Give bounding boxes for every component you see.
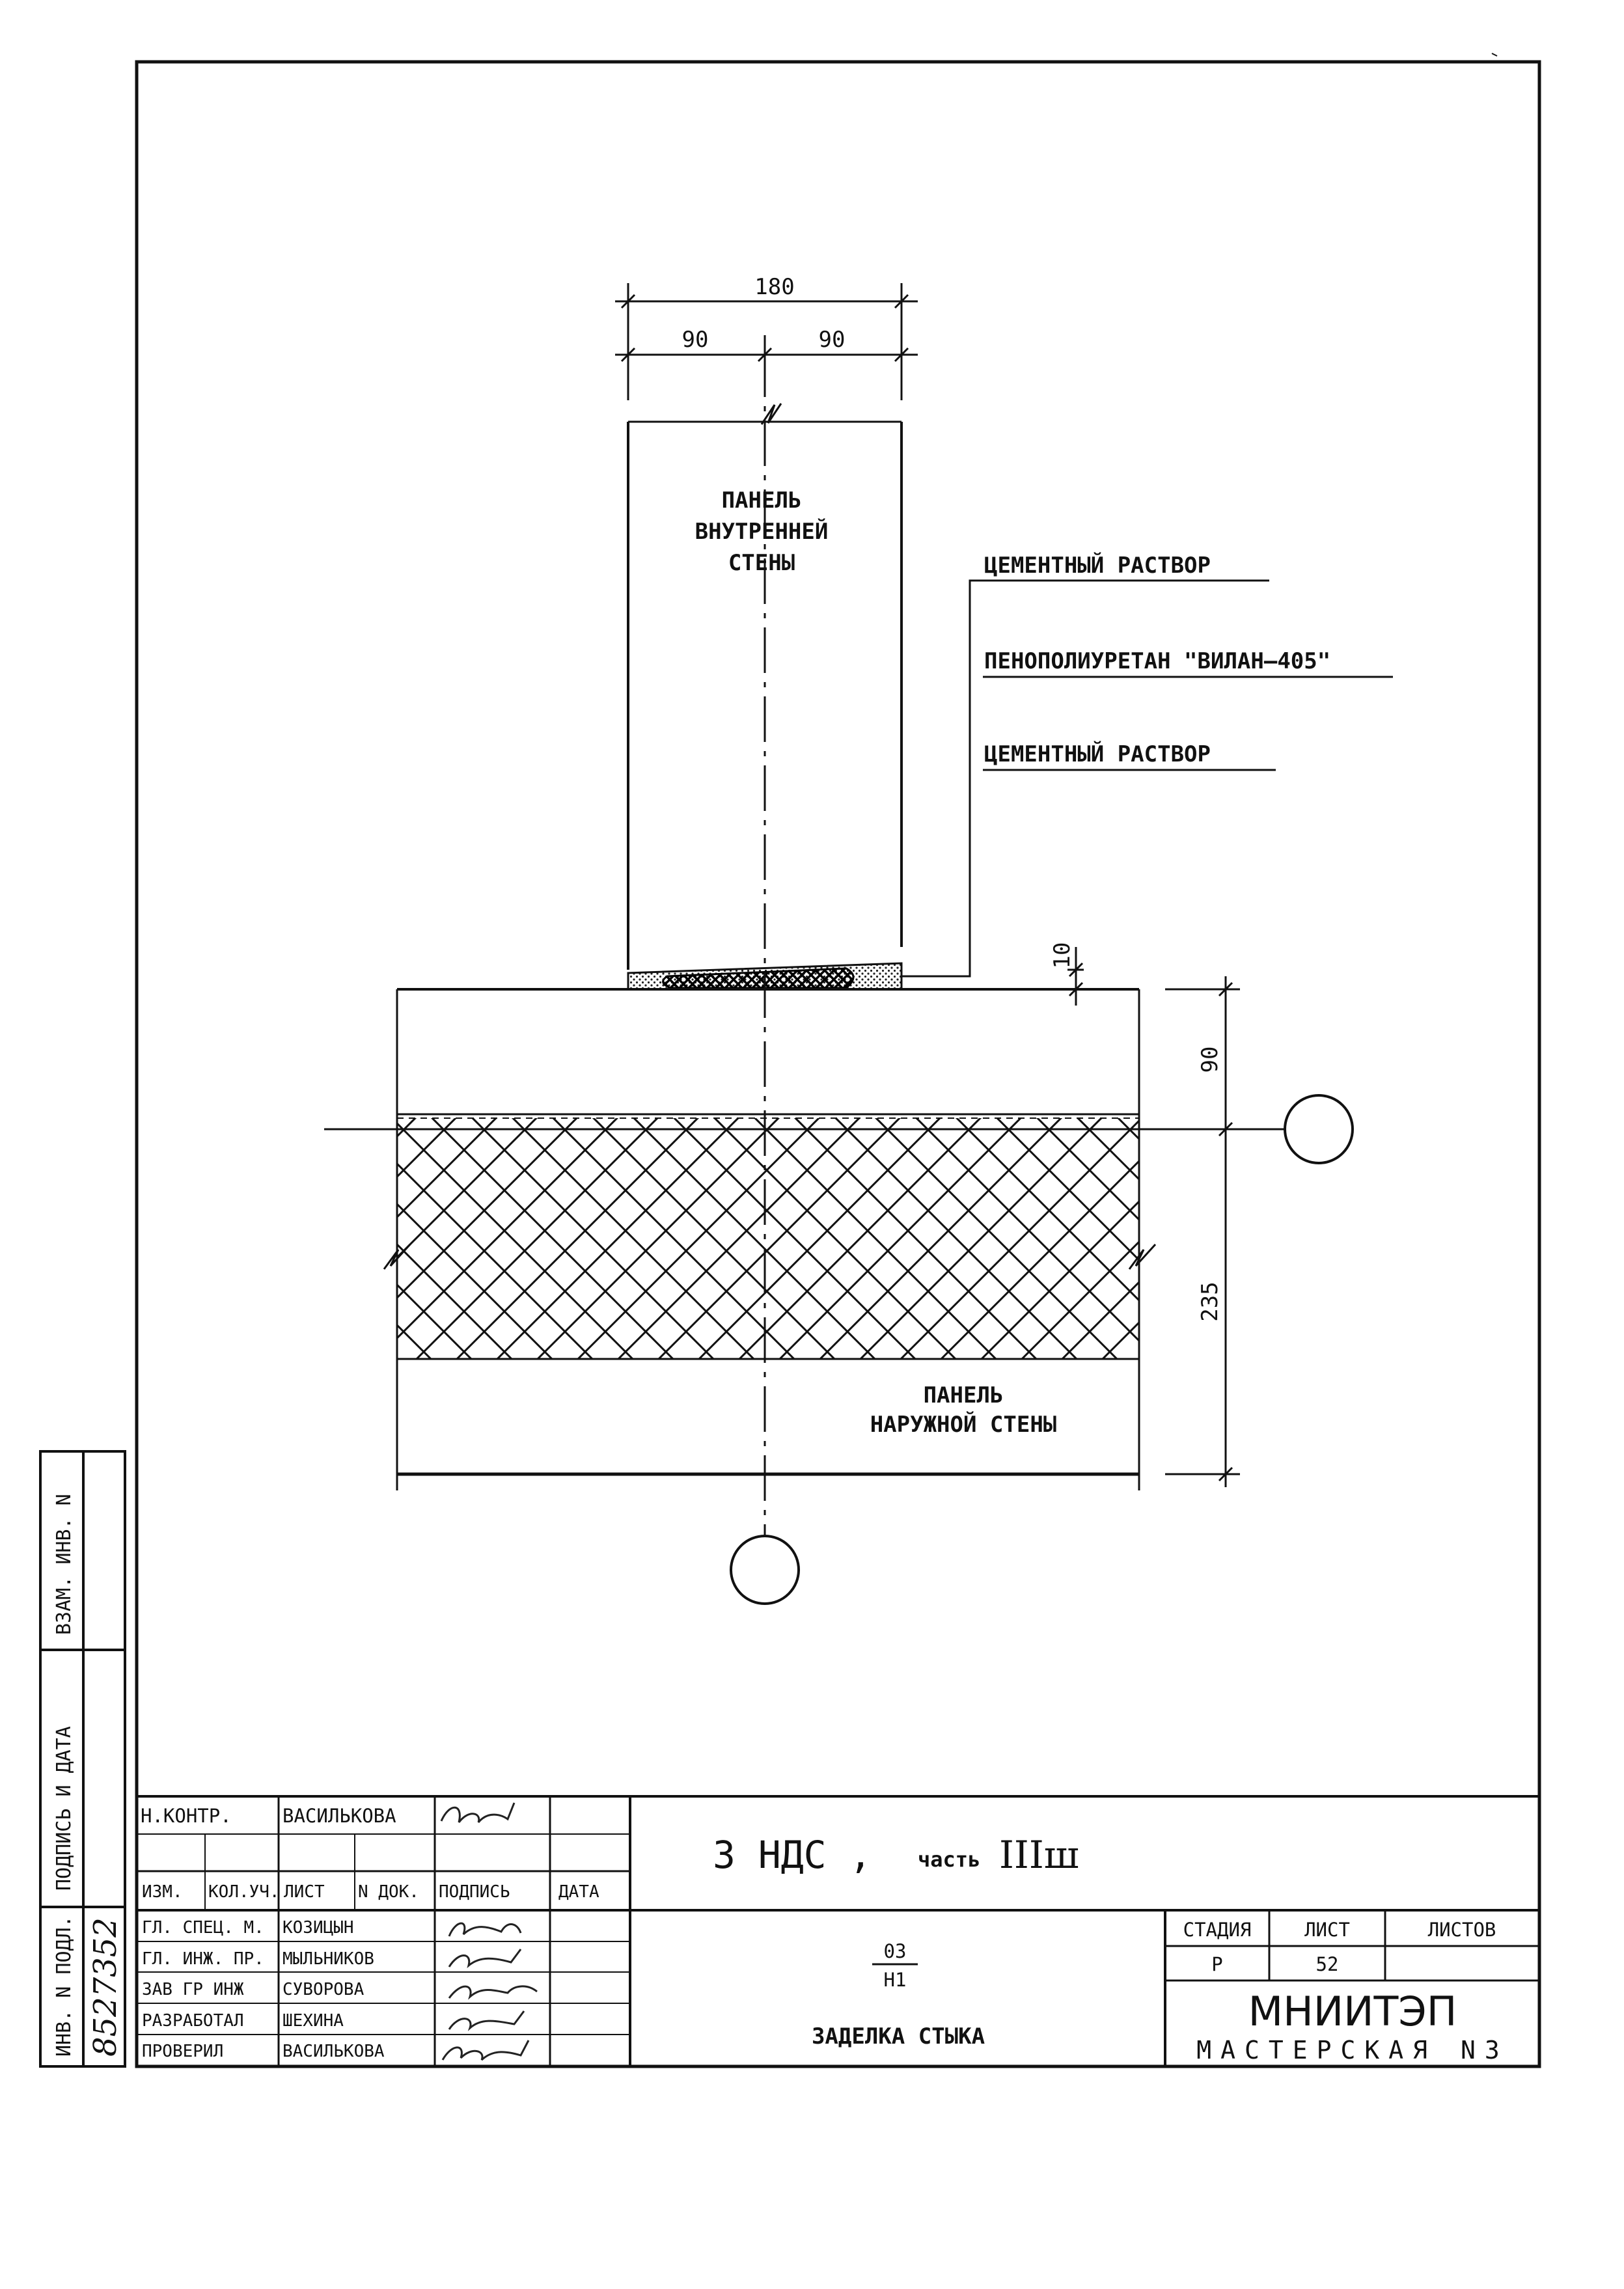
column-header-sheet: ЛИСТ [284,1882,325,1902]
title-block-grid [137,1795,1539,2066]
project-code: 3 НДС , [713,1833,872,1877]
signer-name-2: МЫЛЬНИКОВ [282,1949,374,1969]
signer-role-3: ЗАВ ГР ИНЖ [142,1980,244,1999]
axis-lines [324,351,1286,1536]
axis-marker-horizontal [1284,1094,1354,1164]
dimension-insulation: 235 [1197,1282,1223,1321]
signer-name-3: СУВОРОВА [282,1980,365,1999]
replacement-inv-label: ВЗАМ. ИНВ. N [53,1494,76,1635]
side-stamp [39,1450,126,2068]
doc-code-bottom: Н1 [884,1969,907,1991]
doc-code-top: 03 [884,1940,907,1962]
column-header-doc-number: N ДОК. [358,1882,419,1902]
part-value: IIIш [999,1833,1079,1877]
top-dimension-lines [615,283,918,400]
dimension-half-right: 90 [819,327,846,353]
column-header-count: КОЛ.УЧ. [208,1882,280,1902]
inner-panel-label-line1: ПАНЕЛЬ [722,487,802,514]
dimension-outer-layer: 90 [1197,1047,1223,1073]
column-header-signature: ПОДПИСЬ [439,1882,510,1902]
part-label: часть [918,1847,980,1872]
sheet-value: 52 [1316,1953,1339,1975]
norm-control-role: Н.КОНТР. [141,1805,232,1827]
column-header-date: ДАТА [558,1882,599,1902]
sheet-header: ЛИСТ [1304,1919,1350,1941]
stage-header: СТАДИЯ [1183,1919,1252,1941]
signer-role-4: РАЗРАБОТАЛ [142,2011,244,2031]
right-dimension-lines [1067,947,1240,1487]
callout-cement-mortar-top: ЦЕМЕНТНЫЙ РАСТВОР [984,552,1211,579]
signature-date-label: ПОДПИСЬ И ДАТА [53,1726,76,1891]
sheets-header: ЛИСТОВ [1428,1919,1496,1941]
signer-name-1: КОЗИЦЫН [282,1918,354,1938]
inv-number-handwritten: 8527352 [87,1917,124,2057]
signer-name-4: ШЕХИНА [282,2011,344,2031]
stage-value: Р [1211,1953,1222,1975]
sheet-title: ЗАДЕЛКА СТЫКА [812,2023,985,2049]
signer-role-1: ГЛ. СПЕЦ. М. [142,1918,264,1938]
inner-panel-label-line2: ВНУТРЕННЕЙ [695,518,829,545]
original-inv-label: ИНВ. N ПОДЛ. [53,1915,76,2057]
handwritten-signatures [440,1802,538,2061]
outer-wall-panel [383,988,1157,1490]
callout-polyurethane-foam: ПЕНОПОЛИУРЕТАН "ВИЛАН–405" [984,648,1330,674]
axis-marker-vertical [730,1535,800,1605]
column-header-change: ИЗМ. [142,1882,183,1902]
signer-role-2: ГЛ. ИНЖ. ПР. [142,1949,264,1969]
callout-leaders [901,579,1393,978]
signer-role-5: ПРОВЕРИЛ [142,2042,223,2061]
dimension-half-left: 90 [682,327,709,353]
organization-name: МНИИТЭП [1248,1988,1457,2035]
norm-control-name: ВАСИЛЬКОВА [282,1805,396,1827]
workshop-name: МАСТЕРСКАЯ N3 [1196,2036,1508,2064]
dimension-joint-gap: 10 [1049,942,1075,969]
outer-panel-label-line1: ПАНЕЛЬ [924,1382,1004,1408]
inner-panel-label-line3: СТЕНЫ [728,550,795,576]
signer-name-5: ВАСИЛЬКОВА [282,2042,385,2061]
outer-panel-label-line2: НАРУЖНОЙ СТЕНЫ [870,1411,1057,1438]
sheet-frame [135,53,1541,2068]
callout-cement-mortar-bottom: ЦЕМЕНТНЫЙ РАСТВОР [984,741,1211,767]
dimension-panel-width: 180 [754,274,794,300]
